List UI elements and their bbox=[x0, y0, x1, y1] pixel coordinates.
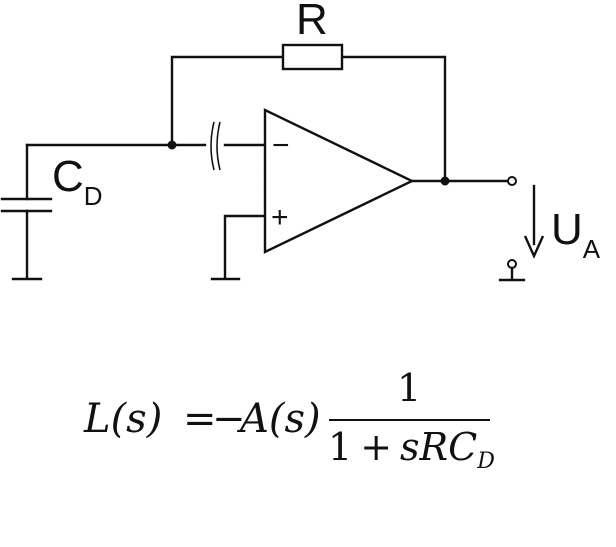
output-voltage-subscript: A bbox=[583, 234, 601, 264]
feedback-loop-wire bbox=[170, 55, 447, 183]
formula-lhs: L(s) bbox=[83, 396, 162, 442]
capacitor-label-subscript: D bbox=[84, 181, 103, 211]
resistor-r bbox=[281, 43, 344, 71]
formula-numerator: 1 bbox=[397, 366, 421, 410]
wire-break-symbol bbox=[210, 121, 221, 171]
resistor-label: R bbox=[296, 0, 328, 44]
loop-gain-formula: L(s) = − A(s) 1 1+sRCD bbox=[83, 366, 495, 474]
formula-minus: − bbox=[212, 396, 246, 442]
opamp-triangle bbox=[263, 108, 415, 254]
node-dot-output bbox=[440, 176, 450, 186]
voltage-arrow bbox=[523, 184, 545, 259]
output-voltage-label: UA bbox=[551, 205, 601, 264]
formula-gain: A(s) bbox=[236, 396, 321, 442]
output-terminal-top bbox=[507, 176, 517, 186]
formula-equals: = bbox=[183, 396, 217, 442]
node-dot-input bbox=[167, 140, 177, 150]
noninverting-ground-wire bbox=[223, 214, 267, 280]
capacitor-cd bbox=[0, 143, 53, 281]
opamp-noninverting-sign: + bbox=[271, 201, 289, 234]
formula-denominator: 1+sRCD bbox=[328, 425, 495, 474]
opamp-inverting-sign: − bbox=[272, 129, 290, 162]
capacitor-label: CD bbox=[52, 152, 103, 211]
